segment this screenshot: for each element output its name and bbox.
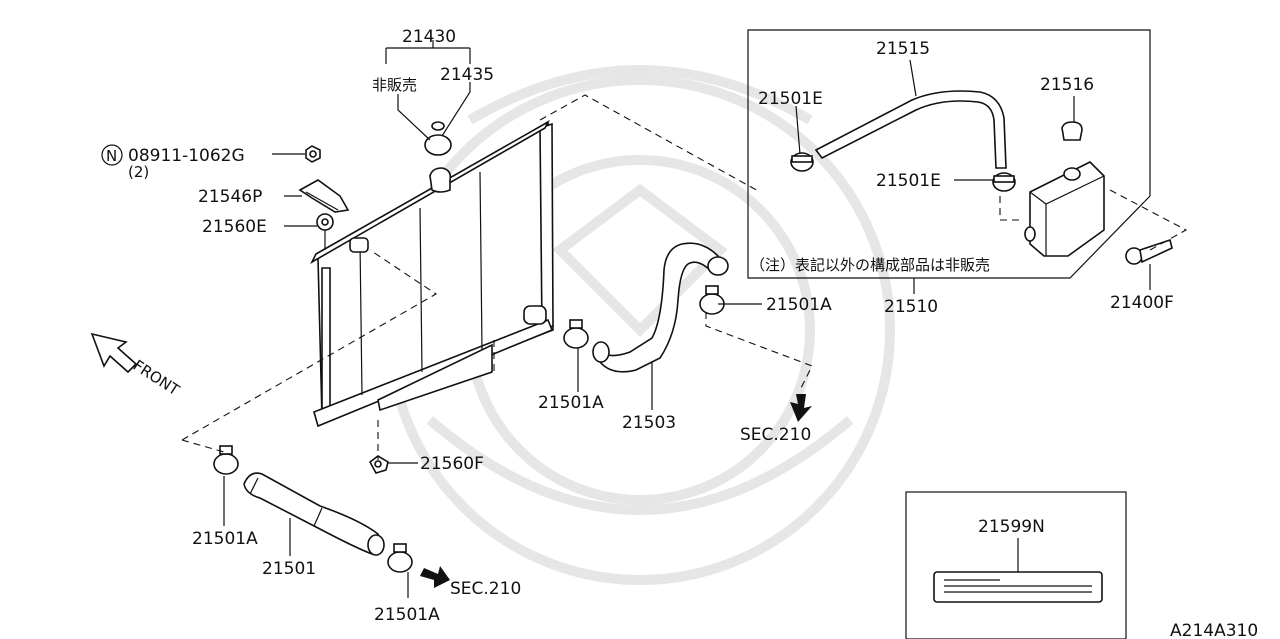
hose-clamp-icon[interactable] (563, 319, 589, 349)
reservoir-bolt-21400F-icon[interactable] (1125, 238, 1173, 265)
leader-lines (223, 40, 1151, 598)
dashed-leader (181, 439, 225, 453)
sec210-bottom-arrow-icon (420, 566, 450, 588)
label-not-for-sale: 非販売 (372, 76, 417, 94)
dashed-leader (539, 94, 761, 193)
label-21501E-mid: 21501E (876, 171, 941, 191)
label-21501E-top: 21501E (758, 89, 823, 109)
reservoir-clamp-upper-icon[interactable] (790, 152, 814, 172)
hose-clamp-icon[interactable] (699, 285, 725, 315)
label-21560F: 21560F (420, 454, 484, 474)
caution-label-21599N-icon[interactable] (933, 571, 1103, 603)
dashed-leader (181, 249, 438, 441)
dashed-leader (705, 312, 813, 391)
front-arrow-icon (90, 332, 138, 374)
dashed-leader (1109, 189, 1188, 251)
nut-n-badge-icon (101, 144, 123, 166)
label-kit-outline (905, 491, 1127, 639)
label-n-symbol: N (106, 147, 117, 165)
hose-clamp-icon[interactable] (213, 445, 239, 475)
radiator-upper-outlet[interactable] (349, 237, 369, 253)
label-front: FRONT (130, 356, 183, 399)
radiator-filler-neck[interactable] (429, 167, 452, 193)
radiator-mount-bracket[interactable] (298, 179, 350, 213)
label-sec210-right: SEC.210 (740, 425, 811, 445)
diagram-code: A214A310 (1170, 621, 1258, 639)
lower-hose-21501[interactable] (243, 472, 381, 555)
mount-grommet-lower-icon[interactable] (368, 455, 389, 474)
sec210-right-arrow-icon (790, 394, 812, 422)
upper-hose-end-icon (707, 256, 729, 276)
reservoir-hose-21515[interactable] (814, 90, 1007, 169)
mount-grommet-upper-icon[interactable] (316, 213, 334, 231)
label-21515: 21515 (876, 39, 930, 59)
label-21501A-right: 21501A (766, 295, 832, 315)
label-08911-1062G: 08911-1062G (128, 146, 245, 166)
label-21501: 21501 (262, 559, 316, 579)
reservoir-cap-21516-icon[interactable] (1061, 121, 1083, 141)
reservoir-tank-21510[interactable] (1024, 161, 1105, 257)
label-21516: 21516 (1040, 75, 1094, 95)
reservoir-clamp-lower-icon[interactable] (992, 172, 1016, 192)
label-21435: 21435 (440, 65, 494, 85)
hose-clamp-icon[interactable] (387, 543, 413, 573)
label-21510: 21510 (884, 297, 938, 317)
upper-hose-radiator-end-icon (592, 341, 610, 363)
dashed-leader (999, 196, 1020, 221)
label-21430: 21430 (402, 27, 456, 47)
label-21599N: 21599N (978, 517, 1045, 537)
label-21560E: 21560E (202, 217, 267, 237)
label-note-not-for-sale: （注）表記以外の構成部品は非販売 (750, 256, 990, 274)
label-sec210-bottom: SEC.210 (450, 579, 521, 599)
label-21501A-bottom: 21501A (374, 605, 440, 625)
radiator-lower-shroud (377, 343, 493, 412)
label-21501A-lower-left: 21501A (192, 529, 258, 549)
radiator-cap-icon[interactable] (424, 134, 452, 156)
label-21501A-mid: 21501A (538, 393, 604, 413)
radiator-lower-outlet[interactable] (523, 305, 547, 325)
reservoir-kit-outline (747, 29, 1151, 279)
label-quantity: (2) (128, 163, 149, 181)
mount-nut-icon[interactable] (305, 145, 321, 163)
lower-hose-end-icon (367, 534, 385, 556)
label-21546P: 21546P (198, 187, 262, 207)
label-21503: 21503 (622, 413, 676, 433)
radiator-cap-top-icon (431, 121, 445, 131)
watermark-emblem (385, 65, 895, 585)
label-21400F: 21400F (1110, 293, 1174, 313)
